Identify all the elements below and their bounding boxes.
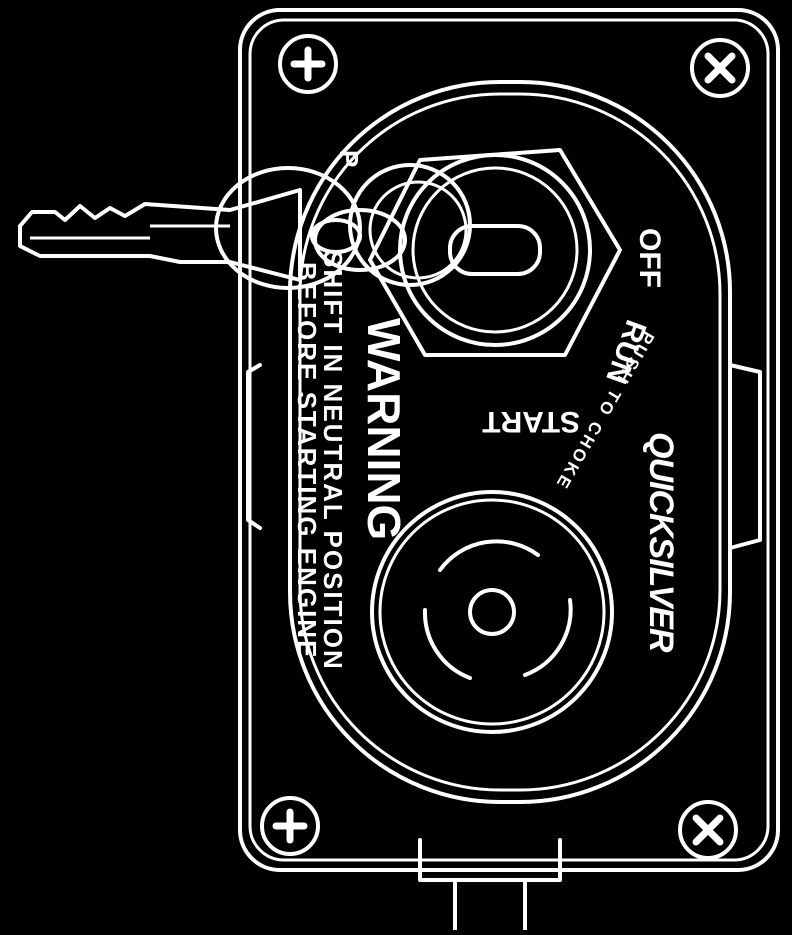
warning-line-2: BEFORE STARTING ENGINE bbox=[292, 262, 322, 659]
warning-title: WARNING bbox=[358, 318, 410, 540]
brand-logo: QUICKSILVER bbox=[642, 432, 680, 653]
left-tab bbox=[246, 363, 262, 530]
ignition-switch[interactable] bbox=[368, 148, 622, 357]
cable bbox=[418, 838, 562, 932]
start-label: START bbox=[482, 405, 580, 438]
key-head bbox=[214, 166, 362, 290]
screw-bottom-left bbox=[260, 796, 320, 856]
inner-bezel bbox=[288, 80, 732, 804]
key-letter: P bbox=[334, 150, 364, 167]
off-label: OFF bbox=[633, 228, 666, 288]
choke-button[interactable] bbox=[370, 490, 614, 734]
warning-line-1: SHIFT IN NEUTRAL POSITION bbox=[318, 250, 348, 671]
screw-bottom-right bbox=[678, 800, 738, 860]
screw-top-left bbox=[278, 34, 338, 94]
mounting-plate bbox=[238, 8, 780, 872]
right-tab bbox=[728, 363, 762, 550]
ignition-key[interactable] bbox=[18, 163, 472, 290]
screw-top-right bbox=[690, 38, 750, 98]
